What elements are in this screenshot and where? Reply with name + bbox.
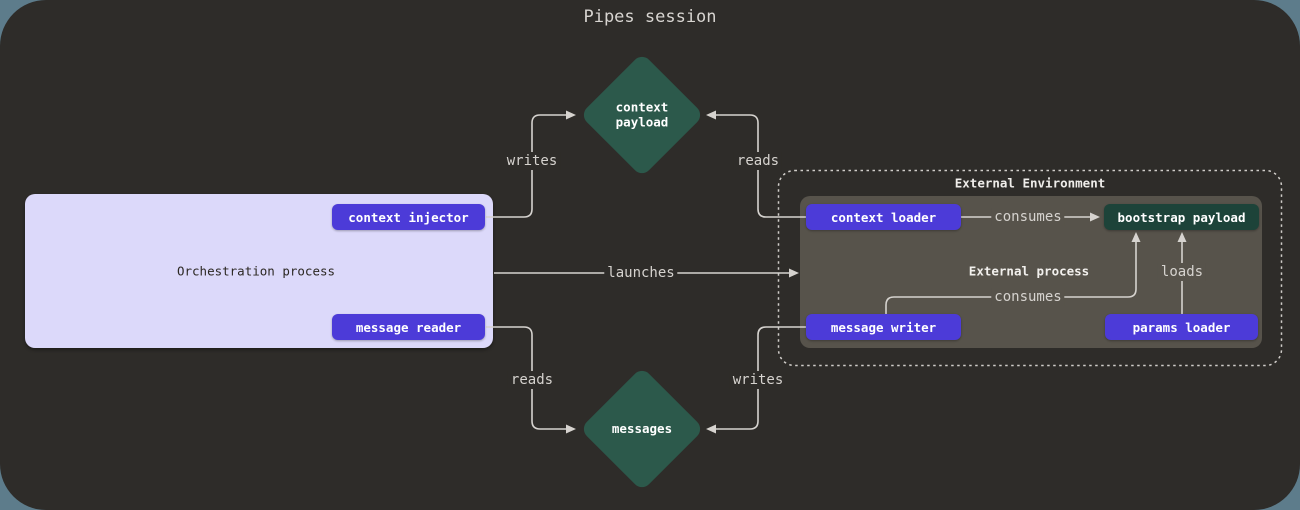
context-injector-node: context injector [332,204,485,230]
context-loader-node: context loader [806,204,961,230]
messages-label: messages [611,420,673,436]
params-loader-node: params loader [1105,314,1258,340]
edge-label-loads: loads [1157,263,1207,281]
orchestration-process-label: Orchestration process [176,263,336,279]
diagram-title: Pipes session [583,7,717,27]
context-payload-label-line2: payload [615,114,669,129]
edge-label-reads-top: reads [733,152,783,170]
arrowhead-consumes-top [1090,212,1100,222]
edge-label-writes-top: writes [503,152,561,170]
edge-label-launches: launches [604,264,678,282]
arrowhead-reads-top [706,110,716,120]
message-reader-node: message reader [332,314,485,340]
bootstrap-payload-node: bootstrap payload [1104,204,1259,230]
arrowhead-consumes-bottom [1131,232,1141,242]
external-environment-dashed-border [777,169,1283,367]
context-payload-label: context payload [615,99,669,130]
arrowhead-writes-bottom [706,424,716,434]
context-payload-label-line1: context [615,99,669,115]
arrowhead-launches [789,268,799,278]
external-environment-label: External Environment [954,175,1106,191]
arrowhead-writes-top [566,110,576,120]
arrowhead-reads-bottom [566,424,576,434]
edge-label-reads-bottom: reads [507,371,557,389]
edge-label-consumes-bottom: consumes [991,288,1065,306]
edge-label-consumes-top: consumes [991,208,1065,226]
message-writer-node: message writer [806,314,961,340]
external-process-label: External process [968,263,1090,279]
edge-label-writes-bottom: writes [729,371,787,389]
arrowhead-loads [1177,232,1187,242]
